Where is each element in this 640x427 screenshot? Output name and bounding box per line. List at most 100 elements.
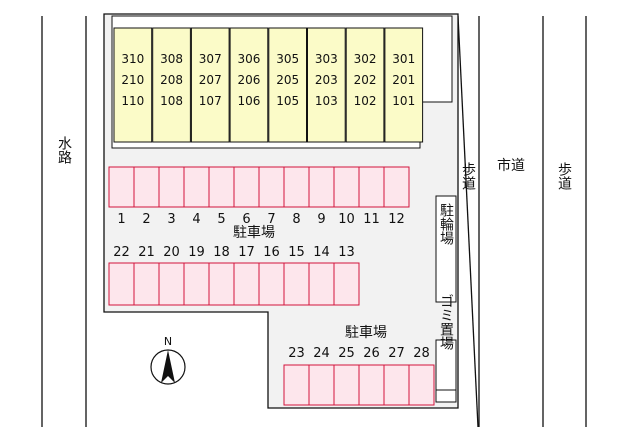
garbage-label: ゴミ置場 xyxy=(438,294,454,350)
room-number: 110 xyxy=(121,94,144,108)
parking-number: 19 xyxy=(188,245,205,260)
north-compass: N xyxy=(150,335,186,385)
parking-number: 4 xyxy=(192,212,200,227)
room-number: 306 xyxy=(237,52,260,66)
room-number: 308 xyxy=(160,52,183,66)
parking-number: 15 xyxy=(288,245,305,260)
parking-space xyxy=(383,364,410,406)
compass-arrow xyxy=(161,350,175,383)
building-unit xyxy=(384,27,424,143)
parking-space xyxy=(258,166,285,208)
room-number: 102 xyxy=(354,94,377,108)
parking-space xyxy=(133,262,160,306)
parking-space xyxy=(258,262,285,306)
room-number: 202 xyxy=(354,73,377,87)
building-unit xyxy=(268,27,307,143)
parking-number: 22 xyxy=(113,245,130,260)
room-number: 302 xyxy=(354,52,377,66)
parking-space xyxy=(283,262,310,306)
parking-space xyxy=(233,166,260,208)
parking-space xyxy=(408,364,435,406)
building-unit xyxy=(307,27,346,143)
parking-number: 14 xyxy=(313,245,330,260)
parking-number: 17 xyxy=(238,245,255,260)
room-number: 207 xyxy=(199,73,222,87)
room-number: 208 xyxy=(160,73,183,87)
parking-number: 24 xyxy=(313,346,330,361)
parking-number: 7 xyxy=(267,212,275,227)
parking-number: 1 xyxy=(117,212,125,227)
parking-space xyxy=(208,166,235,208)
parking-space xyxy=(333,364,360,406)
parking-space xyxy=(108,262,135,306)
parking-number: 26 xyxy=(363,346,380,361)
parking-number: 11 xyxy=(363,212,380,227)
room-number: 107 xyxy=(199,94,222,108)
parking-number: 16 xyxy=(263,245,280,260)
room-number: 103 xyxy=(315,94,338,108)
room-number: 105 xyxy=(276,94,299,108)
parking-space xyxy=(283,364,310,406)
parking-number: 10 xyxy=(338,212,355,227)
room-number: 201 xyxy=(392,73,415,87)
north-label: N xyxy=(164,335,172,348)
sidewalk-inner-edge xyxy=(457,15,479,427)
parking-space xyxy=(383,166,410,208)
parking-space xyxy=(358,364,385,406)
building-unit xyxy=(229,27,269,143)
parking-space xyxy=(333,262,360,306)
room-number: 205 xyxy=(276,73,299,87)
parking-number: 23 xyxy=(288,346,305,361)
sidewalk-inner-label: 歩道 xyxy=(460,162,476,191)
parking-number: 20 xyxy=(163,245,180,260)
building-unit xyxy=(113,27,153,143)
room-number: 106 xyxy=(237,94,260,108)
parking-space xyxy=(208,262,235,306)
parking-number: 28 xyxy=(413,346,430,361)
city-road-label: 市道 xyxy=(497,157,525,174)
parking-number: 13 xyxy=(338,245,355,260)
parking-number: 27 xyxy=(388,346,405,361)
parking-number: 3 xyxy=(167,212,175,227)
room-number: 301 xyxy=(392,52,415,66)
parking-number: 2 xyxy=(142,212,150,227)
room-number: 303 xyxy=(315,52,338,66)
sidewalk-outer-label: 歩道 xyxy=(556,162,572,191)
parking-space xyxy=(308,166,335,208)
parking-spaces xyxy=(108,166,435,406)
waterway-label: 水路 xyxy=(56,136,72,164)
garbage-area xyxy=(435,339,457,403)
road-lines xyxy=(41,15,587,427)
parking-space xyxy=(233,262,260,306)
parking-number: 21 xyxy=(138,245,155,260)
building-unit xyxy=(345,27,385,143)
bike-parking-label: 駐輪場 xyxy=(438,203,454,245)
parking-space xyxy=(183,262,210,306)
room-number: 307 xyxy=(199,52,222,66)
room-number: 305 xyxy=(276,52,299,66)
bike-parking-area xyxy=(435,195,457,303)
parking-number: 18 xyxy=(213,245,230,260)
room-number: 108 xyxy=(160,94,183,108)
parking-space xyxy=(358,166,385,208)
parking-number: 9 xyxy=(317,212,325,227)
parking-space xyxy=(333,166,360,208)
parking-space xyxy=(283,166,310,208)
parking-number: 6 xyxy=(242,212,250,227)
parking-space xyxy=(158,262,185,306)
parking-space xyxy=(158,166,185,208)
room-number: 206 xyxy=(237,73,260,87)
parking-lower-label: 駐車場 xyxy=(345,324,387,341)
parking-space xyxy=(133,166,160,208)
building-unit xyxy=(152,27,191,143)
room-number: 203 xyxy=(315,73,338,87)
parking-number: 5 xyxy=(217,212,225,227)
parking-main-label: 駐車場 xyxy=(233,224,275,241)
parking-space xyxy=(308,364,335,406)
building-unit xyxy=(190,27,230,143)
parking-number: 8 xyxy=(292,212,300,227)
building-units: 3102101103082081083072071073062061063052… xyxy=(113,27,424,143)
parking-space xyxy=(108,166,135,208)
